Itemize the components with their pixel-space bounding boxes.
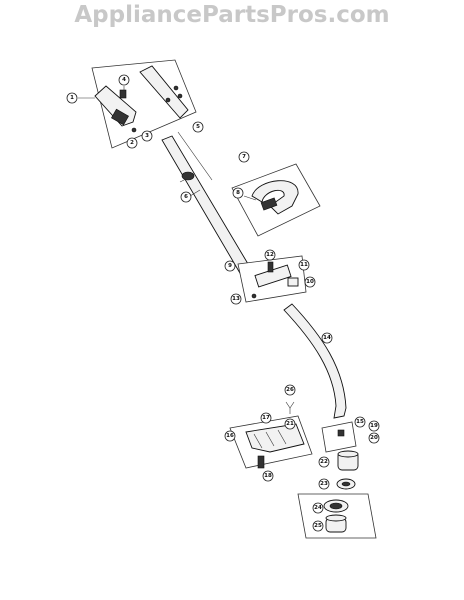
svg-text:8: 8 bbox=[236, 190, 240, 196]
callout-7: 7 bbox=[238, 151, 250, 163]
svg-text:13: 13 bbox=[232, 296, 240, 302]
motor-block-part bbox=[337, 429, 345, 437]
svg-text:24: 24 bbox=[314, 505, 322, 511]
svg-text:16: 16 bbox=[226, 433, 234, 439]
callout-24: 24 bbox=[312, 502, 324, 514]
motor-cap-part bbox=[337, 450, 359, 458]
callout-9: 9 bbox=[224, 260, 236, 272]
callout-2: 2 bbox=[126, 137, 138, 149]
callout-11: 11 bbox=[298, 259, 310, 271]
guard-bracket-part bbox=[257, 455, 265, 469]
callout-12: 12 bbox=[264, 249, 276, 261]
callout-3: 3 bbox=[141, 130, 153, 142]
svg-text:5: 5 bbox=[196, 124, 200, 130]
spool-group bbox=[297, 478, 377, 539]
coupler-knob-part bbox=[287, 277, 299, 287]
svg-text:1: 1 bbox=[70, 95, 74, 101]
svg-text:9: 9 bbox=[228, 263, 232, 269]
coupler-group bbox=[237, 255, 307, 303]
callout-6: 6 bbox=[180, 191, 192, 203]
svg-text:14: 14 bbox=[323, 335, 331, 341]
callout-17: 17 bbox=[260, 412, 272, 424]
svg-text:18: 18 bbox=[264, 473, 272, 479]
assist-handle-panel bbox=[231, 163, 321, 237]
callout-5: 5 bbox=[192, 121, 204, 133]
watermark-text: AppliancePartsPros.com bbox=[74, 2, 390, 28]
guard-hardware-part bbox=[285, 401, 295, 409]
svg-text:25: 25 bbox=[314, 523, 322, 529]
lower-shaft-part bbox=[283, 303, 347, 419]
callout-13: 13 bbox=[230, 293, 242, 305]
svg-text:21: 21 bbox=[286, 421, 294, 427]
callout-8: 8 bbox=[232, 187, 244, 199]
svg-text:12: 12 bbox=[266, 252, 274, 258]
trigger-part bbox=[111, 108, 129, 126]
svg-text:23: 23 bbox=[320, 481, 328, 487]
assist-handle-group bbox=[231, 163, 321, 237]
svg-text:10: 10 bbox=[306, 279, 314, 285]
callout-4: 4 bbox=[118, 74, 130, 86]
assist-bracket-part bbox=[260, 197, 278, 211]
coupler-screw-part bbox=[267, 261, 274, 273]
handle-assembly-group bbox=[78, 59, 197, 149]
svg-text:20: 20 bbox=[370, 435, 378, 441]
lower-shaft-group bbox=[283, 303, 347, 419]
guard-group bbox=[229, 401, 313, 469]
svg-text:2: 2 bbox=[130, 140, 134, 146]
callout-19: 19 bbox=[368, 420, 380, 432]
callout-20: 20 bbox=[368, 432, 380, 444]
svg-text:26: 26 bbox=[286, 387, 294, 393]
callout-18: 18 bbox=[262, 470, 274, 482]
clamp-part bbox=[181, 171, 195, 181]
switch-part bbox=[119, 89, 127, 99]
callout-1: 1 bbox=[66, 92, 78, 104]
svg-text:11: 11 bbox=[300, 262, 308, 268]
callout-26: 26 bbox=[284, 384, 296, 396]
svg-text:17: 17 bbox=[262, 415, 270, 421]
callout-16: 16 bbox=[224, 430, 236, 442]
screw-part bbox=[131, 127, 137, 133]
svg-text:15: 15 bbox=[356, 419, 364, 425]
callout-21: 21 bbox=[284, 418, 296, 430]
motor-panel bbox=[321, 421, 357, 453]
svg-text:6: 6 bbox=[184, 194, 188, 200]
svg-text:3: 3 bbox=[145, 133, 149, 139]
callout-22: 22 bbox=[318, 456, 330, 468]
callout-25: 25 bbox=[312, 520, 324, 532]
svg-text:19: 19 bbox=[370, 423, 378, 429]
screw-part bbox=[173, 85, 179, 91]
wire-part bbox=[177, 131, 213, 181]
screw-part bbox=[165, 97, 171, 103]
assist-handle-part bbox=[251, 180, 299, 215]
svg-text:22: 22 bbox=[320, 459, 328, 465]
callout-15: 15 bbox=[354, 416, 366, 428]
callout-14: 14 bbox=[321, 332, 333, 344]
screw-part bbox=[177, 93, 183, 99]
coupler-nut-part bbox=[251, 293, 257, 299]
handle-panel bbox=[91, 59, 197, 149]
callout-23: 23 bbox=[318, 478, 330, 490]
handle-half-right bbox=[139, 65, 189, 119]
svg-text:7: 7 bbox=[242, 154, 246, 160]
svg-text:4: 4 bbox=[122, 77, 126, 83]
motor-group bbox=[321, 421, 359, 471]
callout-10: 10 bbox=[304, 276, 316, 288]
